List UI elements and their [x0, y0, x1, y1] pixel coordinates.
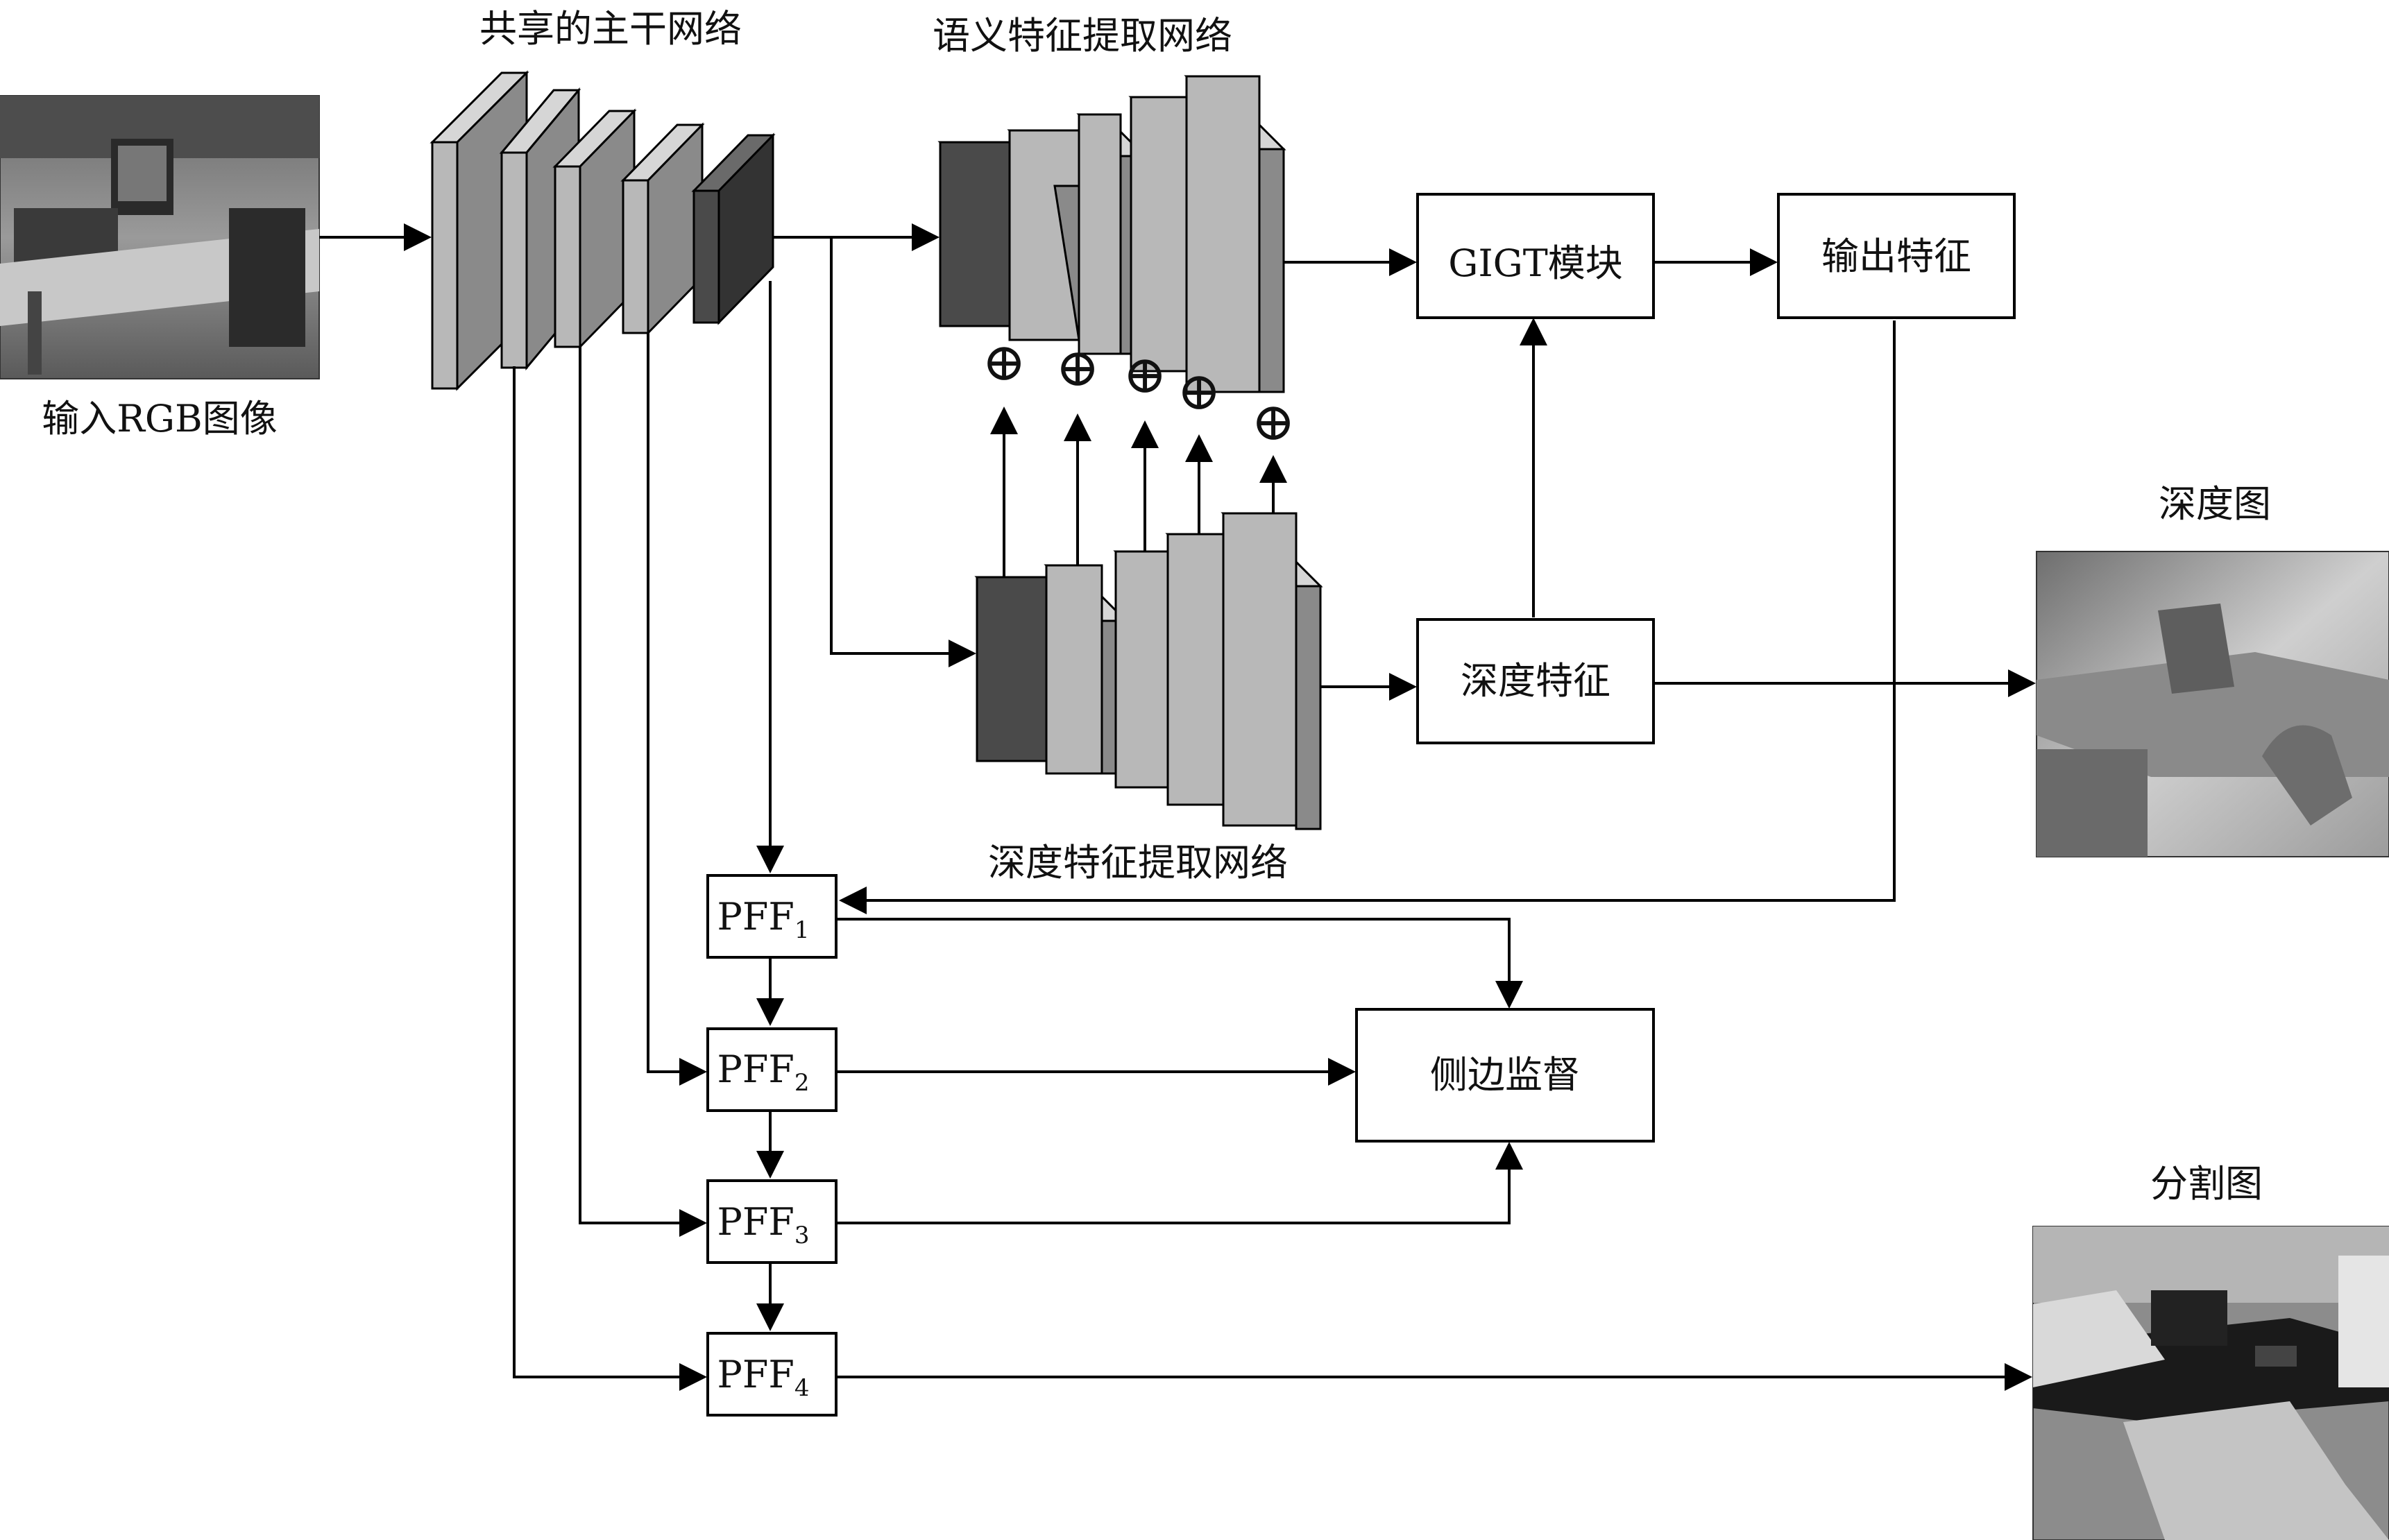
arrow-backbone-to-depth [830, 237, 976, 667]
add-symbol: ⊕ [1123, 343, 1167, 405]
semantic-layer-1 [937, 139, 1023, 329]
pff3-box: PFF3 [706, 1179, 838, 1264]
depth-feature-box: 深度特征 [1416, 618, 1655, 744]
pff-prefix: PFF [717, 895, 794, 939]
pff1-box: PFF1 [706, 874, 838, 959]
fusion-add-2: ⊕ [1055, 336, 1100, 565]
add-symbol: ⊕ [982, 331, 1026, 393]
svg-text:PFF3: PFF3 [717, 1200, 810, 1249]
gigt-module-label: GIGT模块 [1448, 241, 1623, 285]
seg-map-image [2032, 1226, 2389, 1540]
depth-map-label: 深度图 [2159, 482, 2271, 526]
fusion-add-3: ⊕ [1123, 343, 1167, 551]
pff3-subscript: 3 [794, 1222, 810, 1249]
svg-text:PFF2: PFF2 [717, 1047, 810, 1097]
backbone-layer-5 [691, 132, 776, 325]
depth-net-label: 深度特征提取网络 [988, 841, 1288, 884]
output-feature-label: 输出特征 [1821, 234, 1971, 278]
add-symbol: ⊕ [1177, 360, 1221, 422]
add-symbol: ⊕ [1055, 336, 1100, 398]
seg-map-label: 分割图 [2150, 1162, 2263, 1206]
input-image-label: 输入RGB图像 [42, 397, 277, 440]
backbone-layer-4 [620, 122, 705, 336]
fusion-add-5: ⊕ [1251, 391, 1295, 513]
arrow-backbone-to-pff2 [647, 333, 707, 1086]
pff-prefix: PFF [717, 1047, 794, 1091]
arrow-pff1-to-side [836, 918, 1523, 1009]
depth-map-image [2036, 551, 2389, 857]
input-rgb-image [0, 95, 320, 379]
side-supervision-label: 侧边监督 [1430, 1053, 1580, 1097]
pff4-box: PFF4 [706, 1332, 838, 1417]
depth-layer-1 [974, 576, 1060, 764]
pff1-subscript: 1 [794, 916, 810, 944]
arrow-pff3-to-side [836, 1142, 1523, 1224]
svg-text:PFF1: PFF1 [717, 895, 810, 944]
pff-prefix: PFF [717, 1353, 794, 1396]
depth-feature-label: 深度特征 [1461, 659, 1610, 703]
side-supervision-box: 侧边监督 [1355, 1008, 1655, 1143]
depth-layer-5 [1221, 512, 1323, 830]
semantic-layer-5 [1184, 75, 1286, 393]
pff2-subscript: 2 [794, 1069, 810, 1097]
arrow-backbone-to-pff4 [513, 366, 707, 1391]
semantic-net-label: 语义特征提取网络 [933, 14, 1232, 58]
semantic-layer-2 [1007, 129, 1092, 341]
svg-text:PFF4: PFF4 [717, 1353, 810, 1402]
arrow-output-to-pff1 [839, 320, 1896, 914]
pff-prefix: PFF [717, 1200, 794, 1244]
add-symbol: ⊕ [1251, 391, 1295, 452]
gigt-module-box: GIGT模块 [1416, 193, 1655, 319]
arrow-backbone-to-pff3 [579, 347, 707, 1237]
backbone-layer-3 [552, 108, 637, 350]
output-feature-box: 输出特征 [1777, 193, 2016, 319]
fusion-add-1: ⊕ [982, 331, 1026, 577]
pff2-box: PFF2 [706, 1027, 838, 1112]
fusion-add-4: ⊕ [1177, 360, 1221, 534]
depth-layer-2 [1044, 564, 1129, 775]
backbone-label: 共享的主干网络 [479, 7, 742, 51]
pff4-subscript: 4 [794, 1374, 810, 1402]
